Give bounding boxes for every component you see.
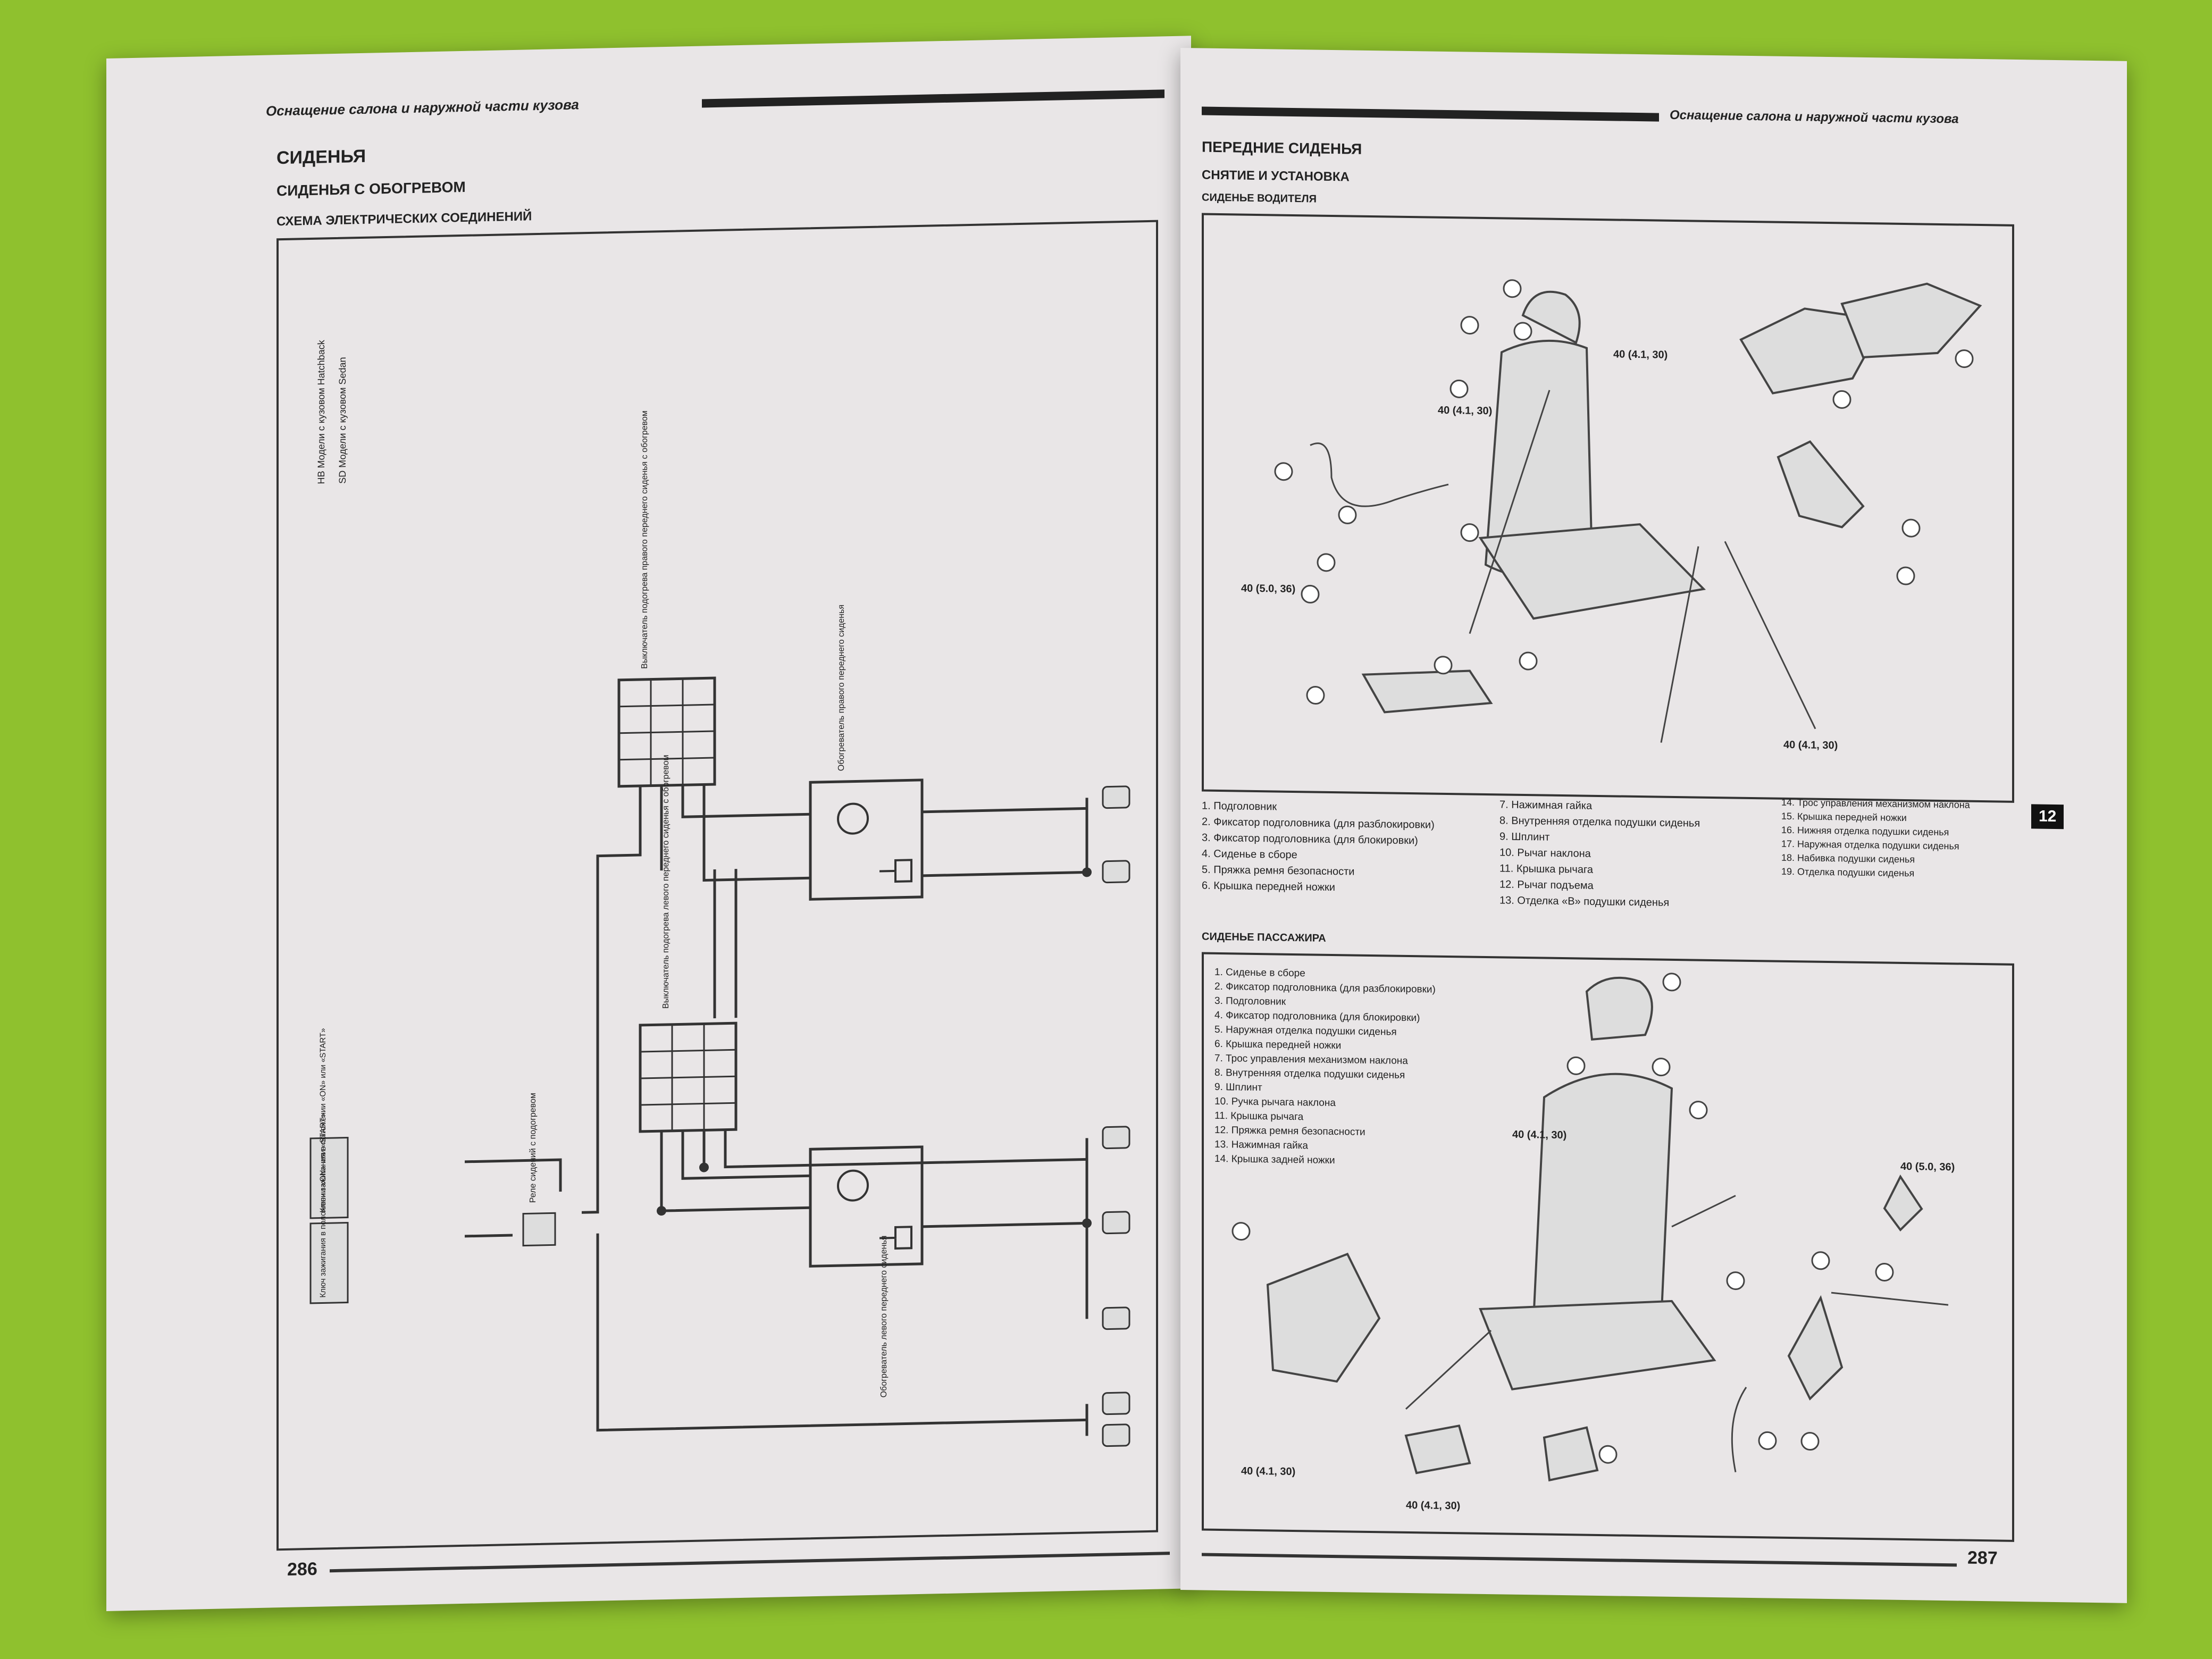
passenger-torque-label-1: 40 (4.1, 30) bbox=[1512, 1128, 1567, 1142]
driver-legend-col3: 14. Трос управления механизмом наклона 1… bbox=[1781, 795, 2026, 882]
chapter-tab: 12 bbox=[2031, 804, 2064, 830]
legend-item: 6. Крышка передней ножки bbox=[1202, 879, 1335, 894]
driver-torque-label-1: 40 (4.1, 30) bbox=[1438, 404, 1493, 417]
right-header-bar bbox=[1202, 106, 1659, 122]
label-switch-right: Выключатель подогрева правого переднего … bbox=[640, 410, 649, 669]
left-page-number: 286 bbox=[287, 1559, 317, 1580]
passenger-torque-label-4: 40 (4.1, 30) bbox=[1406, 1499, 1461, 1512]
legend-item: 19. Отделка подушки сиденья bbox=[1781, 866, 1915, 879]
right-page-subtitle: СНЯТИЕ И УСТАНОВКА bbox=[1202, 167, 1350, 185]
label-heater-right: Обогреватель правого переднего сиденья bbox=[837, 604, 846, 772]
label-relay: Реле сидений с подогревом bbox=[529, 1092, 538, 1203]
wiring-diagram-frame: HB Модели с кузовом Hatchback SD Модели … bbox=[276, 220, 1158, 1551]
label-ignition-2: Ключ зажигания в положении «ON» или «STA… bbox=[319, 1113, 328, 1298]
left-running-header: Оснащение салона и наружной части кузова bbox=[266, 96, 579, 119]
right-page-title: ПЕРЕДНИЕ СИДЕНЬЯ bbox=[1202, 138, 1362, 157]
open-book: Оснащение салона и наружной части кузова… bbox=[96, 36, 2127, 1622]
passenger-torque-label-2: 40 (5.0, 36) bbox=[1900, 1160, 1955, 1174]
right-page: Оснащение салона и наружной части кузова… bbox=[1180, 48, 2127, 1603]
label-switch-left: Выключатель подогрева левого переднего с… bbox=[661, 755, 671, 1009]
right-section-driver: СИДЕНЬЕ ВОДИТЕЛЯ bbox=[1202, 191, 1317, 205]
left-page: Оснащение салона и наружной части кузова… bbox=[106, 36, 1191, 1612]
driver-legend-col2: 7. Нажимная гайка 8. Внутренняя отделка … bbox=[1499, 797, 1776, 912]
legend-item: 13. Отделка «В» подушки сиденья bbox=[1499, 894, 1670, 909]
driver-seat-diagram bbox=[1274, 279, 1982, 743]
passenger-torque-label-3: 40 (4.1, 30) bbox=[1241, 1465, 1296, 1478]
right-running-header: Оснащение салона и наружной части кузова bbox=[1670, 107, 1959, 127]
driver-torque-label-3: 40 (4.1, 30) bbox=[1613, 348, 1668, 361]
left-footer-bar bbox=[330, 1552, 1170, 1573]
driver-torque-label-2: 40 (5.0, 36) bbox=[1241, 582, 1296, 596]
right-page-number: 287 bbox=[1967, 1547, 1998, 1569]
left-page-section: СХЕМА ЭЛЕКТРИЧЕСКИХ СОЕДИНЕНИЙ bbox=[276, 209, 532, 229]
passenger-seat-diagram bbox=[1231, 973, 1949, 1482]
heater-right-block bbox=[809, 778, 924, 901]
driver-torque-label-4: 40 (4.1, 30) bbox=[1783, 739, 1838, 752]
right-footer-bar bbox=[1202, 1553, 1957, 1567]
left-page-title: СИДЕНЬЯ bbox=[276, 146, 366, 169]
wiring-diagram bbox=[309, 676, 1130, 1447]
label-heater-left: Обогреватель левого переднего сиденья bbox=[879, 1235, 889, 1398]
passenger-seat-diagram-frame: 1. Сиденье в сборе 2. Фиксатор подголовн… bbox=[1202, 952, 2014, 1542]
right-section-passenger: СИДЕНЬЕ ПАССАЖИРА bbox=[1202, 931, 1326, 944]
driver-legend-col1: 1. Подголовник 2. Фиксатор подголовника … bbox=[1202, 798, 1499, 898]
left-page-subtitle: СИДЕНЬЯ С ОБОГРЕВОМ bbox=[276, 178, 466, 199]
driver-seat-diagram-frame: 40 (4.1, 30) 40 (5.0, 36) 40 (4.1, 30) 4… bbox=[1202, 213, 2014, 803]
left-header-bar bbox=[702, 89, 1164, 108]
